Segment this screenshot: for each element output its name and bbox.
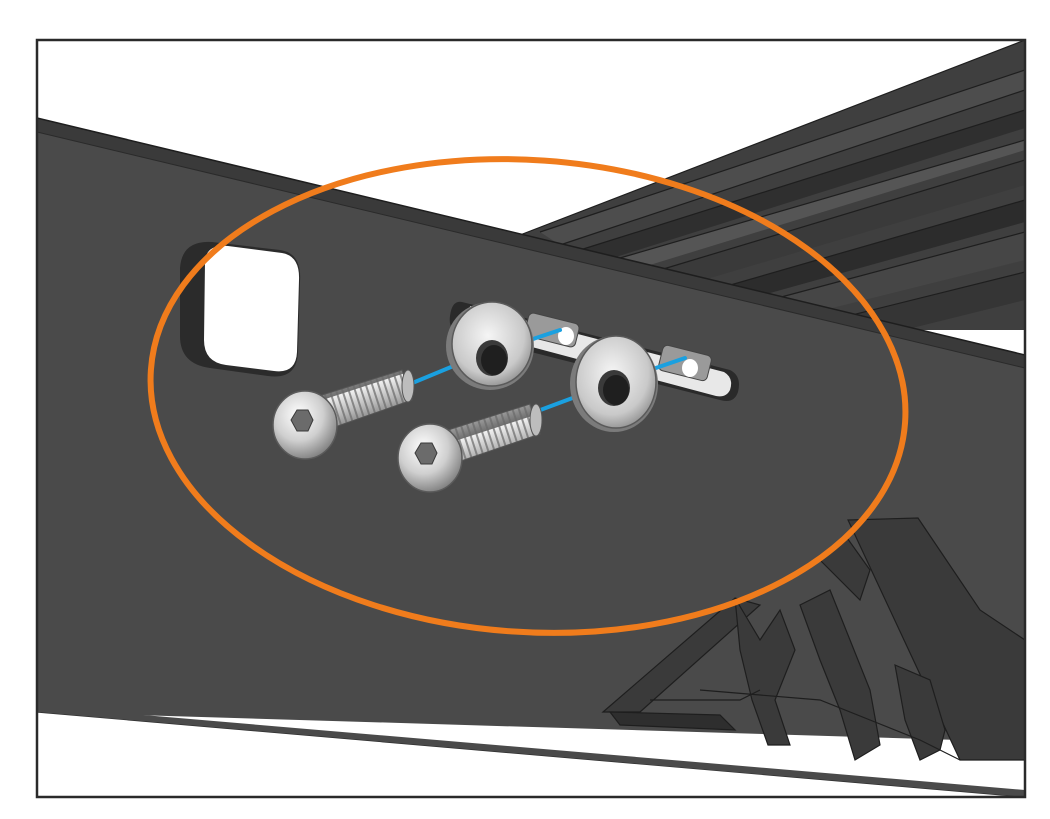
figure-frame bbox=[35, 38, 1027, 799]
washer-icon bbox=[446, 301, 534, 390]
rail-extrusion bbox=[519, 40, 1025, 336]
mountain-tree-logo-icon bbox=[601, 517, 1025, 761]
washer-icon bbox=[570, 335, 658, 432]
button-head-bolt-icon bbox=[397, 403, 543, 493]
button-head-bolt-icon bbox=[272, 369, 415, 460]
square-cutout bbox=[180, 241, 301, 377]
highlight-circle bbox=[147, 156, 909, 636]
